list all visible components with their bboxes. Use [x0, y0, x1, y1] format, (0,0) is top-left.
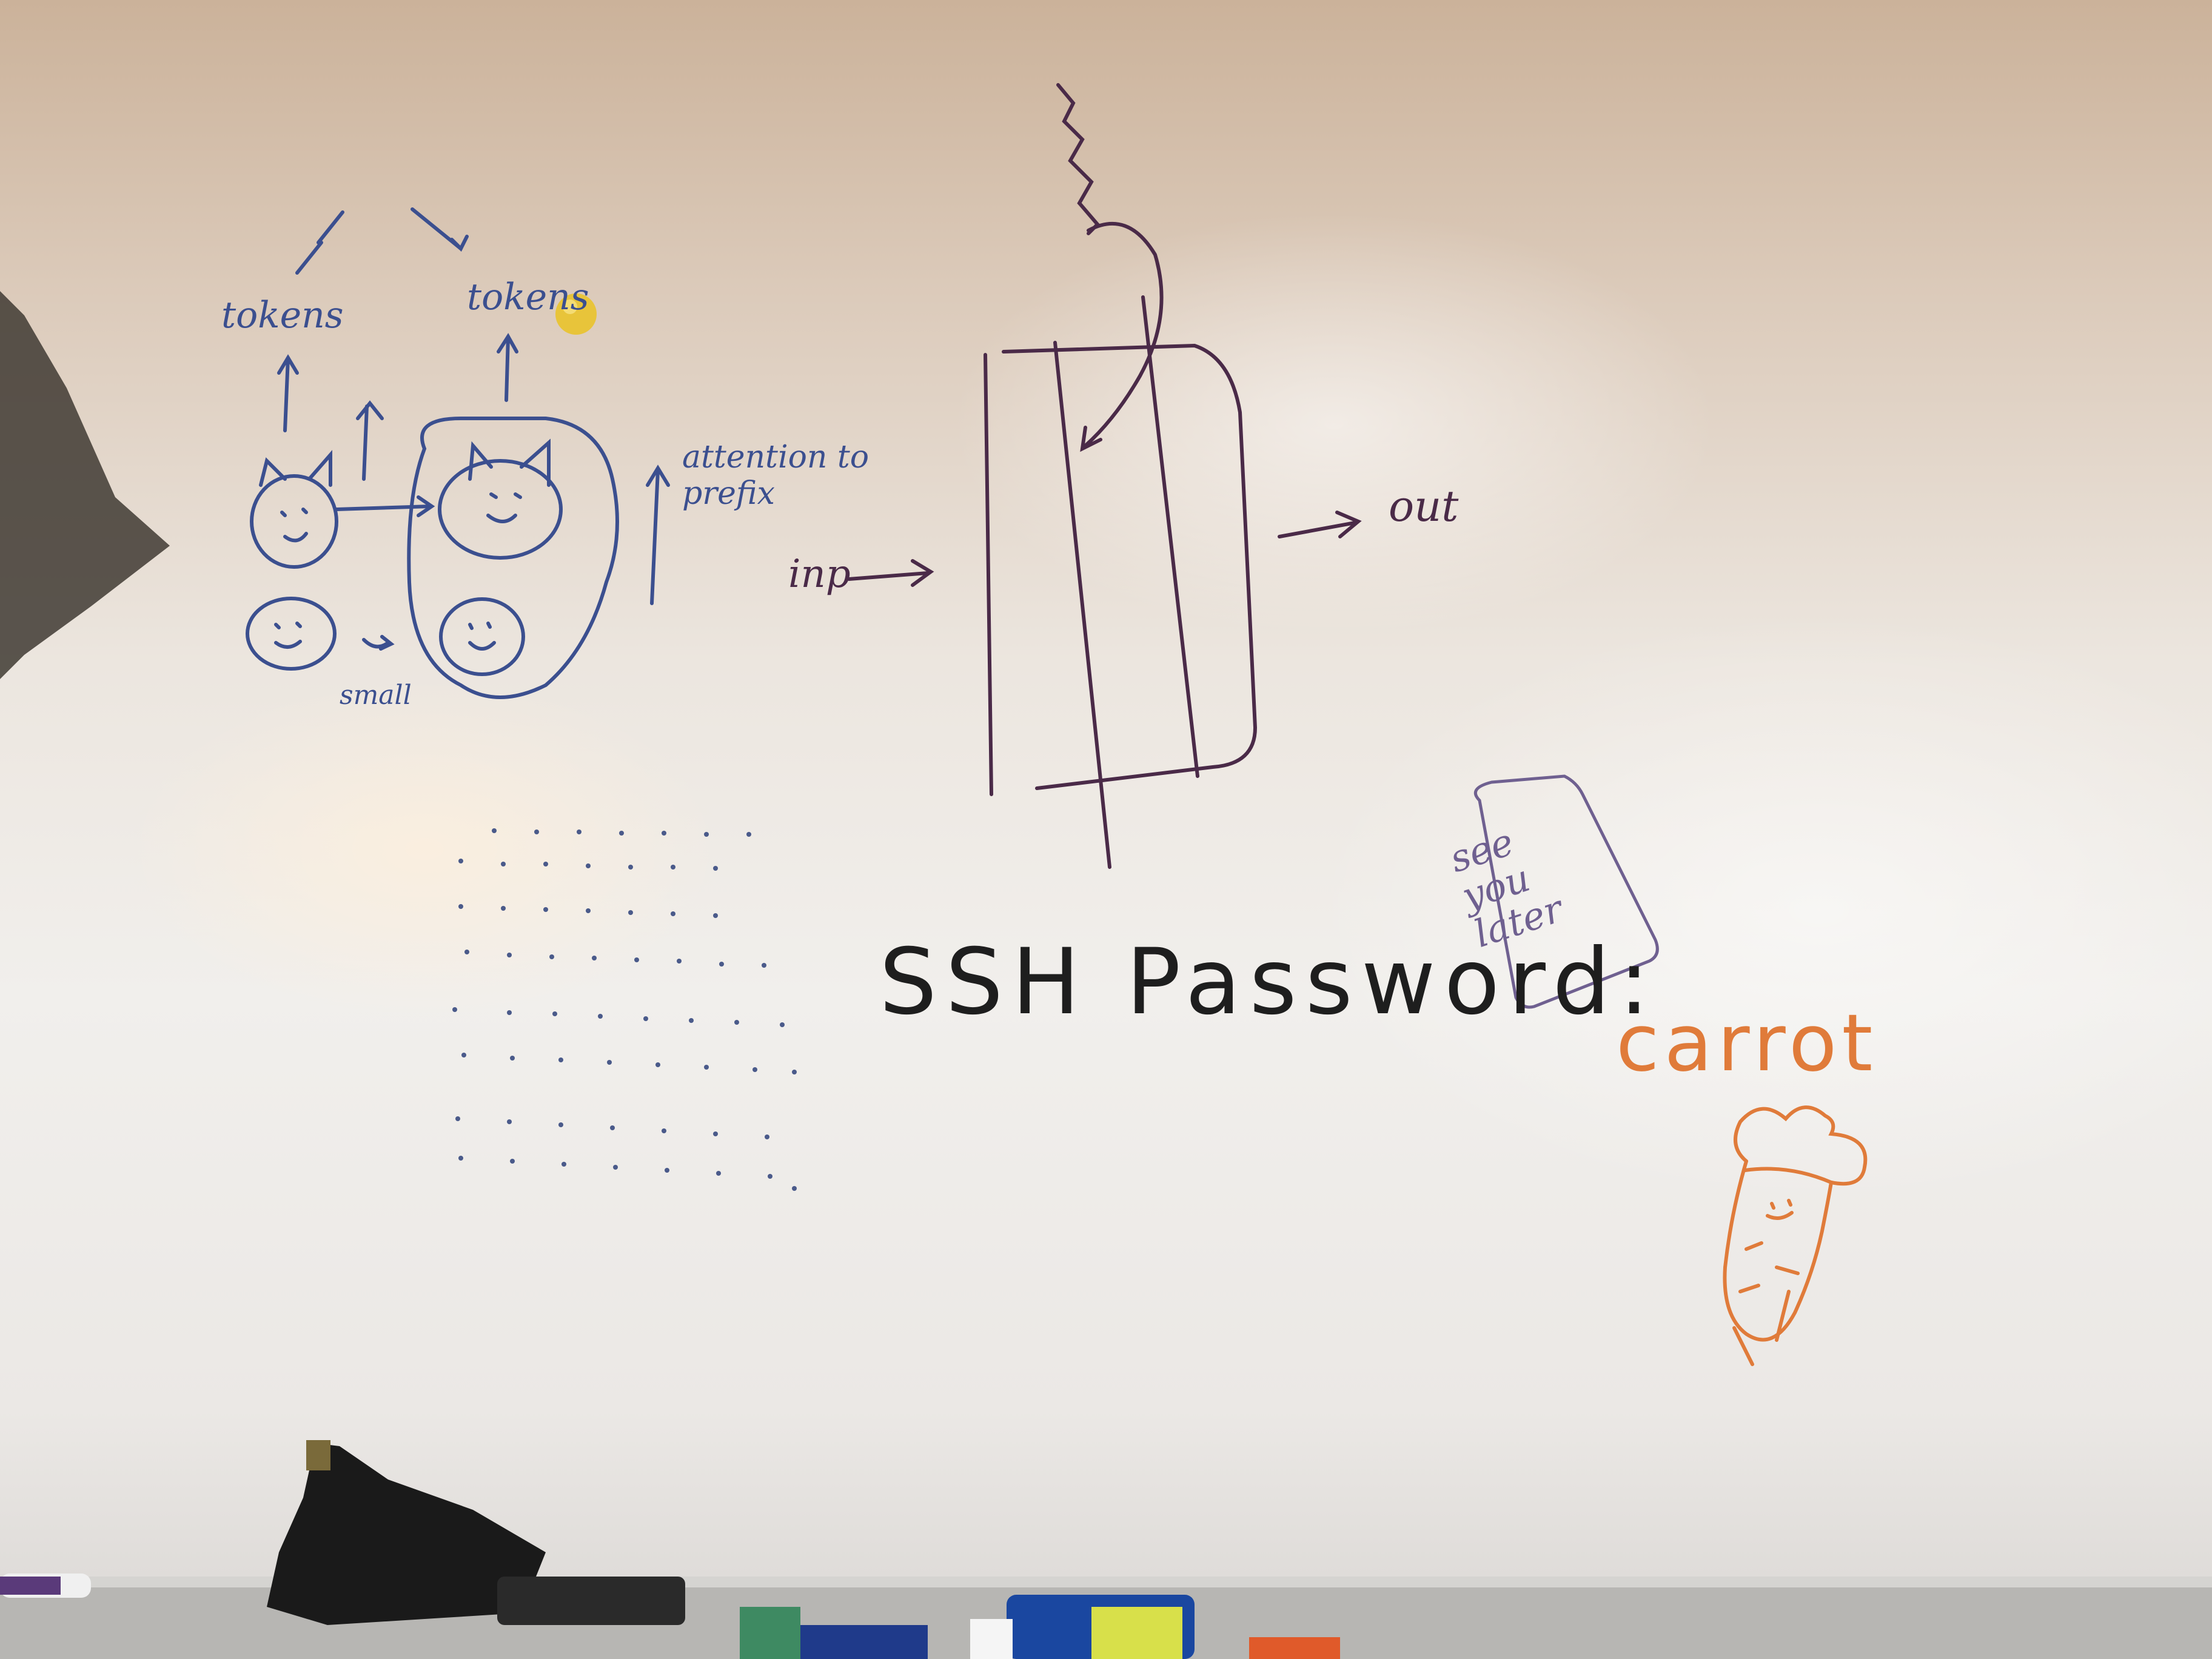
- label-tokens-left: tokens: [221, 294, 344, 337]
- stamp-outline: [1473, 774, 1659, 1009]
- label-out: out: [1389, 481, 1459, 531]
- marker-green: [740, 1607, 800, 1659]
- ssh-password-label: SSH Password:: [879, 930, 1658, 1035]
- label-tokens-right: tokens: [467, 276, 589, 318]
- carrot-drawing: [1723, 1105, 1868, 1366]
- dot-grid: [452, 828, 797, 1191]
- label-inp: inp: [788, 552, 851, 597]
- marker-orange: [1249, 1637, 1340, 1659]
- transformer-cats-diagram: [246, 207, 670, 699]
- label-attention-note: attention to prefix: [682, 439, 870, 512]
- label-small: small: [340, 680, 412, 711]
- marker-blue: [800, 1625, 928, 1659]
- eraser: [267, 1443, 546, 1625]
- ssh-password-value: carrot: [1616, 997, 1878, 1089]
- layer-diagram: [847, 83, 1362, 869]
- cloth-left: [0, 291, 170, 679]
